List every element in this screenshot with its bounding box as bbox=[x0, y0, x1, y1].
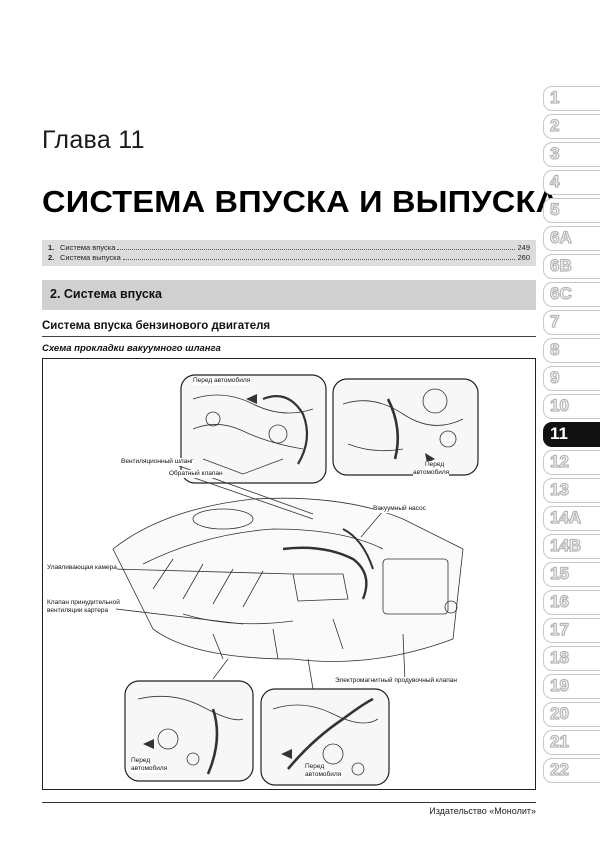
chapter-tab-20[interactable]: 20 bbox=[543, 702, 600, 727]
chapter-tab-15[interactable]: 15 bbox=[543, 562, 600, 587]
chapter-tab-5[interactable]: 5 bbox=[543, 198, 600, 223]
direction-arrow-icon bbox=[425, 453, 435, 463]
chapter-label: Глава 11 bbox=[42, 126, 145, 154]
callout-front-right: автомобиля bbox=[413, 469, 450, 477]
chapter-title: СИСТЕМА ВПУСКА И ВЫПУСКА bbox=[42, 184, 560, 219]
direction-arrow-icon bbox=[143, 739, 154, 749]
callout-check-valve: Обратный клапан bbox=[169, 470, 223, 478]
toc-number: 1. bbox=[48, 243, 55, 252]
footer-divider bbox=[42, 802, 536, 803]
chapter-tab-6c[interactable]: 6C bbox=[543, 282, 600, 307]
chapter-tab-6a[interactable]: 6A bbox=[543, 226, 600, 251]
callout-vacuum-pump: Вакуумный насос bbox=[373, 505, 426, 513]
chapter-tab-12[interactable]: 12 bbox=[543, 450, 600, 475]
engine-illustration bbox=[112, 374, 479, 786]
vacuum-hose-diagram: Перед автомобиля Перед автомобиля Вентил… bbox=[42, 358, 536, 790]
callout-pcv-valve: вентиляции картера bbox=[47, 607, 109, 615]
subsection-divider bbox=[42, 336, 536, 337]
chapter-tab-4[interactable]: 4 bbox=[543, 170, 600, 195]
subsection-heading: Система впуска бензинового двигателя bbox=[42, 320, 271, 332]
direction-arrow-icon bbox=[281, 749, 292, 759]
direction-arrow-icon bbox=[246, 394, 257, 404]
chapter-tab-21[interactable]: 21 bbox=[543, 730, 600, 755]
chapter-tab-9[interactable]: 9 bbox=[543, 366, 600, 391]
callout-front-bottom-middle: Перед bbox=[305, 763, 325, 771]
chapter-tab-6b[interactable]: 6B bbox=[543, 254, 600, 279]
toc-page: 249 bbox=[517, 243, 530, 252]
callout-front-bottom-left: автомобиля bbox=[131, 765, 168, 773]
toc-leader-dots bbox=[117, 249, 516, 250]
toc-number: 2. bbox=[48, 253, 55, 262]
callout-front-bottom-left: Перед bbox=[131, 757, 151, 765]
toc-row[interactable]: 1. Система впуска 249 bbox=[48, 243, 530, 253]
chapter-tab-8[interactable]: 8 bbox=[543, 338, 600, 363]
toc-leader-dots bbox=[122, 259, 516, 260]
chapter-tab-7[interactable]: 7 bbox=[543, 310, 600, 335]
chapter-tab-18[interactable]: 18 bbox=[543, 646, 600, 671]
toc-title: Система впуска bbox=[60, 243, 116, 252]
section-heading: 2. Система впуска bbox=[42, 280, 536, 310]
chapter-tab-14a[interactable]: 14A bbox=[543, 506, 600, 531]
callout-front-bottom-middle: автомобиля bbox=[305, 771, 342, 779]
toc-title: Система выпуска bbox=[60, 253, 121, 262]
callout-trap-chamber: Улавливающая камера bbox=[47, 564, 117, 572]
chapter-tab-13[interactable]: 13 bbox=[543, 478, 600, 503]
toc-page: 260 bbox=[517, 253, 530, 262]
chapter-tab-22[interactable]: 22 bbox=[543, 758, 600, 783]
figure-caption: Схема прокладки вакуумного шланга bbox=[42, 343, 221, 354]
chapter-tab-10[interactable]: 10 bbox=[543, 394, 600, 419]
publisher-name: Издательство «Монолит» bbox=[429, 806, 536, 816]
chapter-tab-19[interactable]: 19 bbox=[543, 674, 600, 699]
callout-vent-hose: Вентиляционный шланг bbox=[121, 458, 194, 466]
chapter-tab-3[interactable]: 3 bbox=[543, 142, 600, 167]
toc-row[interactable]: 2. Система выпуска 260 bbox=[48, 253, 530, 263]
callout-pcv-valve: Клапан принудительной bbox=[47, 599, 120, 607]
callout-front-right: Перед bbox=[425, 461, 445, 469]
chapter-tab-17[interactable]: 17 bbox=[543, 618, 600, 643]
chapter-tab-14b[interactable]: 14B bbox=[543, 534, 600, 559]
chapter-tab-2[interactable]: 2 bbox=[543, 114, 600, 139]
table-of-contents: 1. Система впуска 249 2. Система выпуска… bbox=[42, 240, 536, 266]
chapter-tab-11[interactable]: 11 bbox=[543, 422, 600, 447]
chapter-tab-16[interactable]: 16 bbox=[543, 590, 600, 615]
callout-solenoid-valve: Электромагнитный продувочный клапан bbox=[335, 677, 457, 685]
callout-front-top: Перед автомобиля bbox=[193, 377, 251, 385]
chapter-tab-1[interactable]: 1 bbox=[543, 86, 600, 111]
